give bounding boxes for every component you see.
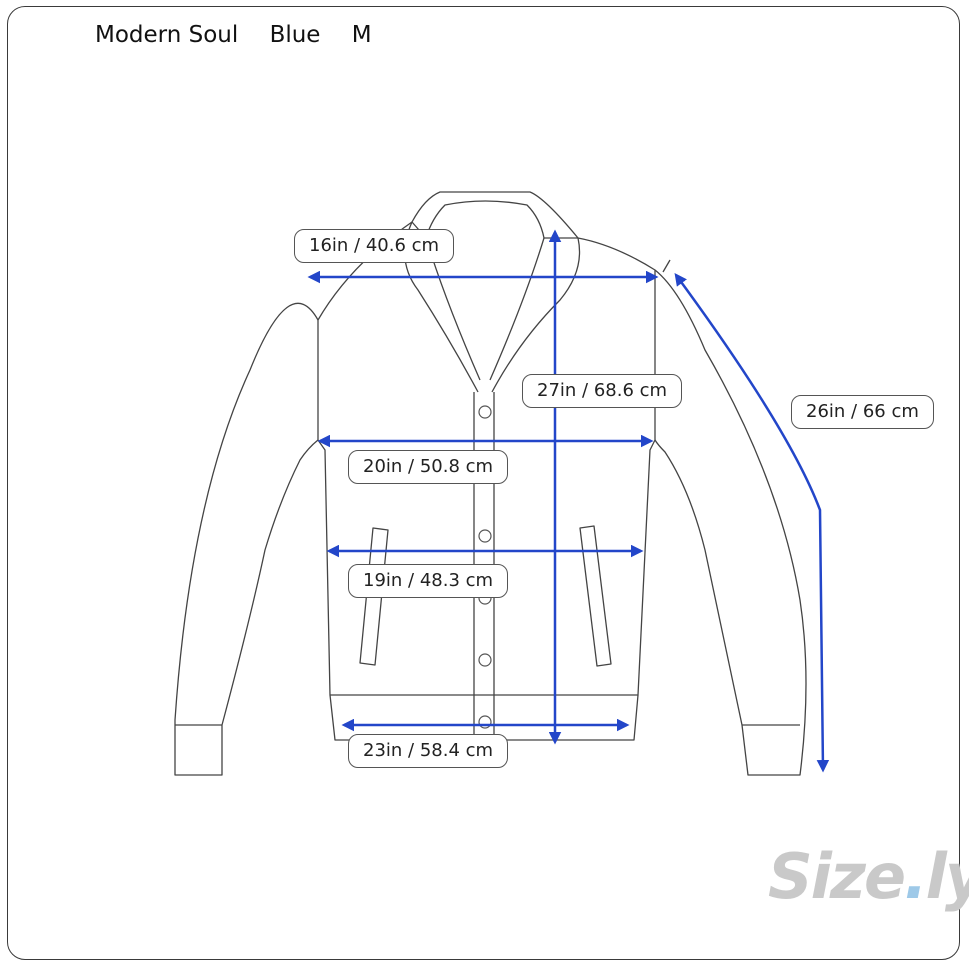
logo-dot: . <box>904 840 928 913</box>
length-label: 27in / 68.6 cm <box>522 374 683 408</box>
left-sleeve-outline <box>174 302 319 776</box>
sizely-logo: Size.ly <box>768 840 969 913</box>
sleeve-arrow <box>674 272 830 773</box>
button <box>478 529 492 543</box>
measurement-arrows <box>307 229 830 773</box>
right-pocket <box>579 525 612 667</box>
button <box>478 405 492 419</box>
hem-label: 23in / 58.4 cm <box>348 734 509 768</box>
collar-outline <box>411 191 579 239</box>
waist-label: 19in / 48.3 cm <box>348 564 509 598</box>
sleeve-tick <box>662 259 671 273</box>
sleeve-label: 26in / 66 cm <box>791 395 934 429</box>
product-size: M <box>351 22 372 48</box>
left-pocket <box>359 527 389 666</box>
brand-name: Modern Soul <box>95 22 239 48</box>
right-lapel <box>491 237 581 393</box>
shoulder-label: 16in / 40.6 cm <box>294 229 455 263</box>
product-color: Blue <box>269 22 321 48</box>
chest-label: 20in / 50.8 cm <box>348 450 509 484</box>
button <box>478 653 492 667</box>
product-header: Modern Soul Blue M <box>95 22 396 48</box>
right-sleeve-outline <box>654 269 807 776</box>
logo-main: Size <box>768 840 906 913</box>
logo-tail: ly <box>925 840 969 913</box>
